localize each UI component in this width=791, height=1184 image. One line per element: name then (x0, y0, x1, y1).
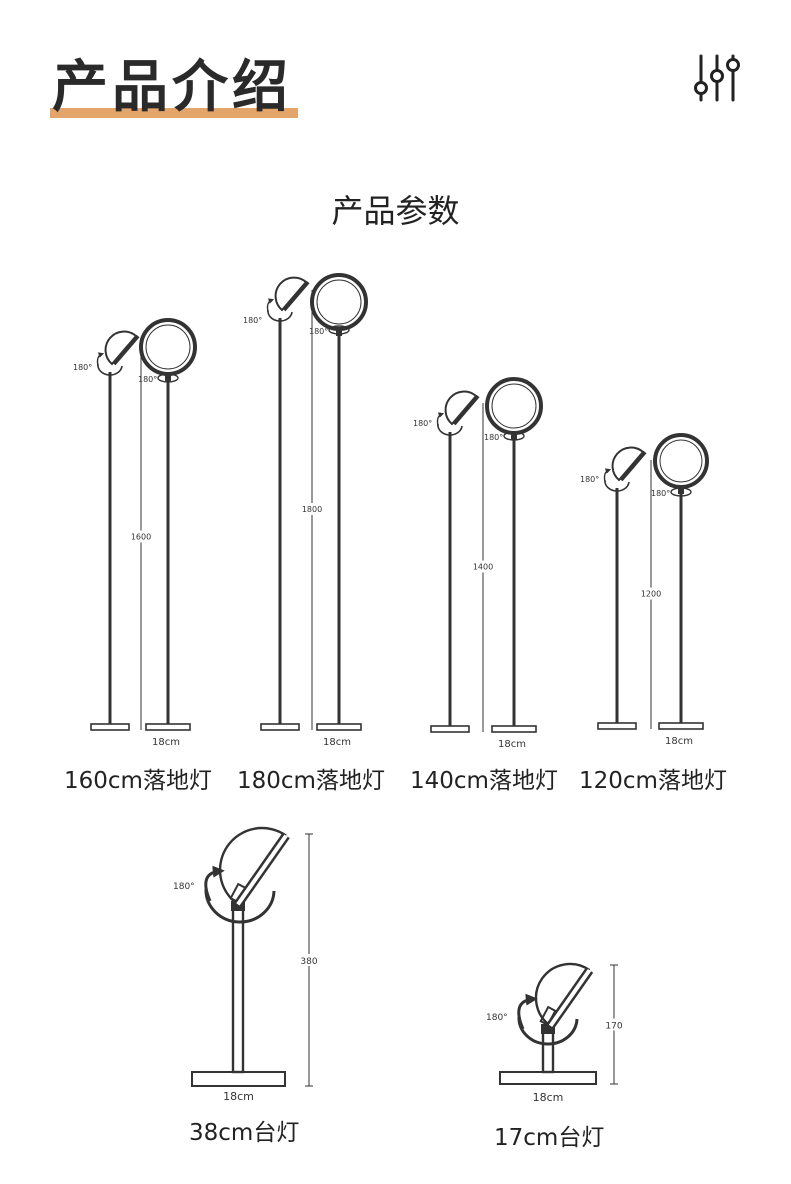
table-lamp-2-base (499, 1071, 597, 1085)
floor-lamp-3-front-joint (511, 434, 517, 440)
floor-lamp-3-front-rotation-ring (503, 431, 525, 441)
floor-lamp-1-front-rotation-label: 180° (138, 375, 157, 384)
table-lamp-1-head-disc (219, 826, 287, 906)
floor-lamp-3-dimension-mask (471, 560, 495, 573)
floor-lamp-1-side-base (90, 723, 130, 731)
floor-lamp-4-side-head-edge (619, 450, 647, 482)
floor-lamp-caption-1: 160cm落地灯 (64, 768, 212, 794)
floor-lamp-3-front-ring-inner (491, 383, 537, 429)
section-title: 产品参数 (331, 192, 460, 230)
floor-lamp-3-base-label: 18cm (498, 739, 526, 750)
table-lamp-1-head-panel-inner (236, 834, 288, 906)
floor-lamp-1-height-label: 1600 (131, 533, 151, 542)
floor-lamp-1-side-rotation-arrow (96, 352, 105, 367)
floor-lamp-1-dimension-mask (129, 530, 153, 543)
floor-lamp-1-front-base (145, 723, 191, 731)
table-lamp-1-pole (231, 903, 245, 1074)
floor-lamp-2-side-rotation-label: 180° (243, 316, 262, 325)
table-lamp-2-rotation-label: 180° (486, 1013, 508, 1023)
floor-lamp-2-front-rotation-label: 180° (309, 327, 328, 336)
floor-lamp-4-front-ring (653, 433, 709, 489)
floor-lamp-caption-2: 180cm落地灯 (237, 768, 385, 794)
table-lamp-2-head-disc (534, 962, 591, 1027)
floor-lamp-3-front-ring (485, 377, 543, 435)
floor-lamp-caption-4: 120cm落地灯 (579, 768, 727, 794)
floor-lamp-2-side-rotation-arrow (266, 298, 275, 313)
table-lamp-1-rotation-yoke (204, 888, 276, 924)
floor-lamp-1-front-ring (139, 318, 197, 376)
table-lamp-2-dimension-mask (604, 1018, 624, 1031)
floor-lamp-3-side-rotation-arc (437, 423, 463, 436)
floor-lamp-4-side-rotation-label: 180° (580, 475, 599, 484)
table-lamp-1-rotation-label: 180° (173, 882, 195, 892)
floor-lamp-3-height-label: 1400 (473, 563, 493, 572)
settings-sliders-icon[interactable] (692, 52, 742, 104)
floor-lamp-4-dimension-mask (639, 587, 663, 600)
table-lamp-2-rotation-arrow (517, 993, 538, 1030)
floor-lamp-1-side-rotation-label: 180° (73, 363, 92, 372)
floor-lamp-2-base-label: 18cm (323, 737, 351, 748)
floor-lamp-1-front-rotation-ring (157, 373, 179, 383)
floor-lamp-4-front-base (658, 722, 704, 730)
floor-lamp-2-front-ring-inner (316, 279, 362, 325)
header-underline (50, 108, 298, 118)
floor-lamp-1-side-head-edge (112, 334, 140, 366)
floor-lamp-1-base-label: 18cm (152, 737, 180, 748)
floor-lamp-4-front-joint (678, 488, 684, 494)
table-lamp-2-joint (541, 1024, 555, 1034)
page-title: 产品介绍 (52, 55, 292, 120)
floor-lamp-2-side-rotation-arc (267, 309, 293, 322)
table-lamp-1-base (191, 1071, 286, 1087)
table-lamp-1-joint (231, 901, 245, 911)
floor-lamp-2-height-label: 1800 (302, 505, 322, 514)
floor-lamp-2-dimension-mask (300, 503, 324, 515)
table-lamp-caption-2: 17cm台灯 (494, 1125, 605, 1151)
floor-lamp-1-front-ring-inner (145, 324, 191, 370)
floor-lamp-4-front-rotation-ring (670, 487, 692, 497)
floor-lamp-3-side-head (444, 390, 478, 426)
floor-lamp-3-front-rotation-label: 180° (484, 433, 503, 442)
floor-lamp-4-side-head (611, 446, 645, 482)
table-lamp-1-height-label: 380 (300, 957, 317, 967)
floor-lamp-3-front-base (491, 725, 537, 733)
floor-lamp-2-side-base (260, 723, 300, 731)
floor-lamp-2-front-rotation-ring (328, 325, 350, 335)
floor-lamp-4-front-rotation-label: 180° (651, 489, 670, 498)
floor-lamp-2-side-head-edge (282, 280, 310, 312)
table-lamp-caption-1: 38cm台灯 (189, 1120, 300, 1146)
floor-lamp-2-side-head (274, 276, 308, 312)
floor-lamp-2-front-joint (336, 330, 342, 336)
floor-lamp-1-side-head (104, 330, 138, 366)
table-lamp-1-dimension-mask (299, 954, 319, 966)
floor-lamp-4-front-ring-inner (659, 439, 703, 483)
floor-lamp-4-height-label: 1200 (641, 590, 661, 599)
table-lamp-2-height-label: 170 (605, 1022, 622, 1032)
floor-lamp-2-front-base (316, 723, 362, 731)
floor-lamp-4-side-base (597, 722, 637, 730)
table-lamp-1-rotation-arrow (204, 865, 225, 902)
floor-lamp-4-base-label: 18cm (665, 736, 693, 747)
table-lamp-1-base-label: 18cm (223, 1090, 254, 1103)
table-lamp-2-pole (541, 1026, 555, 1074)
floor-lamp-3-side-rotation-arrow (436, 412, 445, 427)
floor-lamp-caption-3: 140cm落地灯 (410, 768, 558, 794)
floor-lamp-4-side-rotation-arc (604, 479, 630, 492)
floor-lamp-3-side-head-edge (452, 394, 480, 426)
floor-lamp-3-side-rotation-label: 180° (413, 419, 432, 428)
floor-lamp-1-side-rotation-arc (97, 363, 123, 376)
table-lamp-2-head-panel-inner (548, 969, 592, 1027)
floor-lamp-3-side-base (430, 725, 470, 733)
floor-lamp-1-front-joint (165, 375, 171, 381)
floor-lamp-4-side-rotation-arrow (603, 468, 612, 483)
table-lamp-2-base-label: 18cm (533, 1091, 564, 1104)
floor-lamp-2-front-ring (310, 273, 368, 331)
